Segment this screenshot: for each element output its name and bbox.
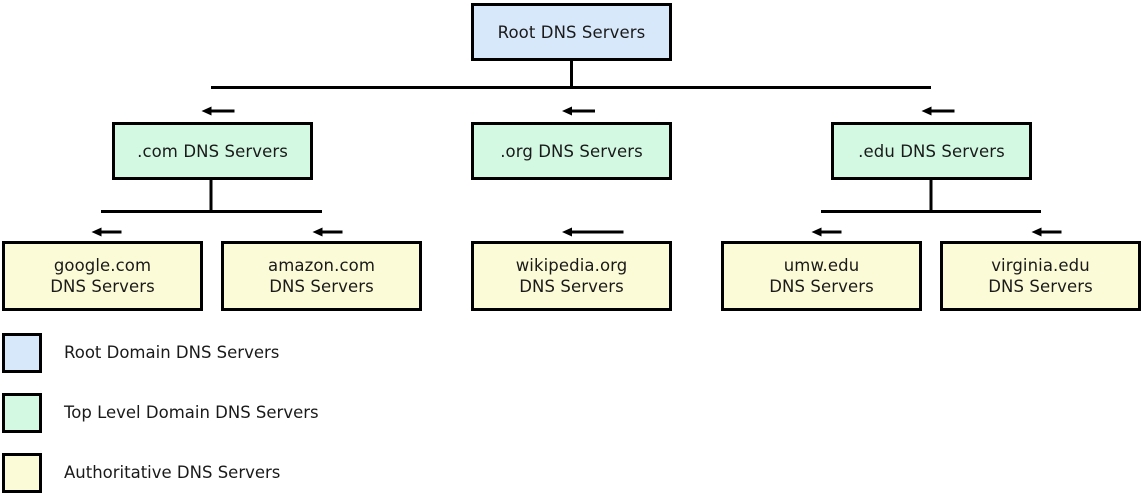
node-label: umw.edu DNS Servers <box>769 256 874 296</box>
node-edu-dns-servers[interactable]: .edu DNS Servers <box>831 122 1032 180</box>
node-google-dns-servers[interactable]: google.com DNS Servers <box>2 241 203 311</box>
legend-swatch-authoritative-icon <box>2 453 42 493</box>
node-virginia-dns-servers[interactable]: virginia.edu DNS Servers <box>940 241 1141 311</box>
node-label: Root DNS Servers <box>497 22 646 42</box>
node-label: wikipedia.org DNS Servers <box>515 256 628 296</box>
node-root-dns-servers[interactable]: Root DNS Servers <box>471 3 672 61</box>
node-label: .com DNS Servers <box>137 141 288 161</box>
node-com-dns-servers[interactable]: .com DNS Servers <box>112 122 313 180</box>
node-umw-dns-servers[interactable]: umw.edu DNS Servers <box>721 241 922 311</box>
legend-item-tld: Top Level Domain DNS Servers <box>2 393 319 433</box>
legend-label: Root Domain DNS Servers <box>64 343 280 362</box>
legend-item-authoritative: Authoritative DNS Servers <box>2 453 280 493</box>
legend-swatch-tld-icon <box>2 393 42 433</box>
node-amazon-dns-servers[interactable]: amazon.com DNS Servers <box>221 241 422 311</box>
node-label: .org DNS Servers <box>500 141 643 161</box>
legend-item-root: Root Domain DNS Servers <box>2 333 279 373</box>
node-label: amazon.com DNS Servers <box>268 256 375 296</box>
node-label: virginia.edu DNS Servers <box>988 256 1093 296</box>
node-label: .edu DNS Servers <box>858 141 1005 161</box>
node-label: google.com DNS Servers <box>50 256 155 296</box>
legend-label: Top Level Domain DNS Servers <box>64 403 319 422</box>
legend-label: Authoritative DNS Servers <box>64 463 281 482</box>
node-wikipedia-dns-servers[interactable]: wikipedia.org DNS Servers <box>471 241 672 311</box>
legend-swatch-root-icon <box>2 333 42 373</box>
node-org-dns-servers[interactable]: .org DNS Servers <box>471 122 672 180</box>
